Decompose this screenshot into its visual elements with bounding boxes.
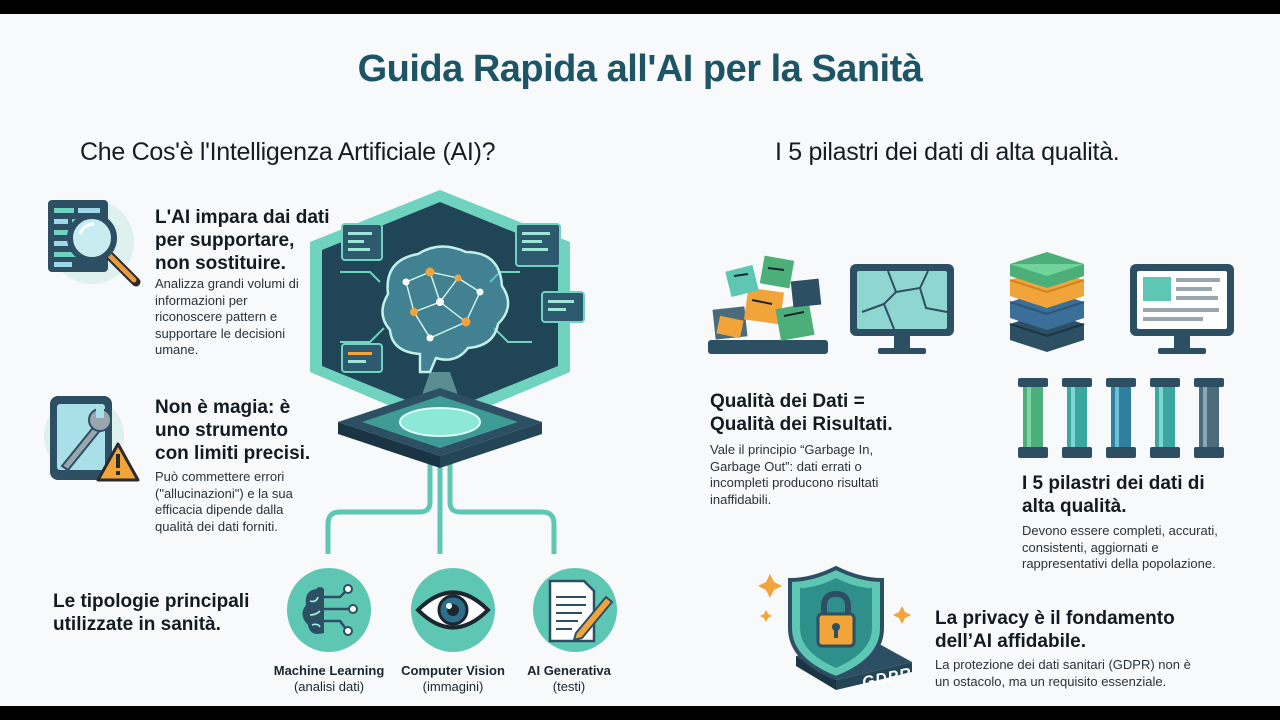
privacy-description: La protezione dei dati sanitari (GDPR) n…	[935, 657, 1191, 689]
ai-learns-heading: L'AI impara dai dati per supportare, non…	[155, 207, 330, 274]
document-pen-icon	[533, 568, 617, 652]
data-magnifier-icon	[48, 200, 141, 287]
broken-monitor-icon	[850, 264, 954, 354]
eye-icon	[411, 568, 495, 652]
data-quality-description: Vale il principio “Garbage In, Garbage O…	[710, 442, 879, 507]
five-pillars-icon	[1018, 378, 1224, 458]
ai-types-heading: Le tipologie principali utilizzate in sa…	[53, 591, 250, 635]
privacy-heading: La privacy è il fondamento dell’AI affid…	[935, 608, 1175, 652]
page-title: Guida Rapida all'AI per la Sanità	[357, 48, 923, 90]
garbage-data-pile-icon	[708, 255, 828, 354]
data-quality-heading: Qualità dei Dati = Qualità dei Risultati…	[710, 391, 893, 435]
not-magic-heading: Non è magia: è uno strumento con limiti …	[155, 397, 311, 464]
gdpr-shield-lock-icon	[758, 565, 912, 690]
pillars-heading: I 5 pilastri dei dati di alta qualità.	[1022, 473, 1205, 517]
type-machine-learning: Machine Learning (analisi dati)	[273, 663, 385, 694]
type-generative-ai: AI Generativa (testi)	[527, 663, 611, 694]
clean-data-monitor-icon	[1130, 264, 1234, 354]
infographic-canvas: Guida Rapida all'AI per la Sanità Che Co…	[0, 14, 1280, 706]
brain-circuit-icon	[287, 568, 371, 652]
left-section-heading: Che Cos'è l'Intelligenza Artificiale (AI…	[80, 138, 496, 166]
ai-brain-chip-illustration	[310, 190, 585, 554]
pillars-description: Devono essere completi, accurati, consis…	[1022, 523, 1218, 571]
wrench-warning-icon	[44, 396, 140, 482]
ai-learns-description: Analizza grandi volumi di informazioni p…	[155, 276, 299, 357]
database-stack-icon	[1009, 252, 1085, 352]
not-magic-description: Può commettere errori ("allucinazioni") …	[155, 469, 293, 534]
right-section-heading: I 5 pilastri dei dati di alta qualità.	[775, 138, 1120, 166]
type-computer-vision: Computer Vision (immagini)	[401, 663, 505, 694]
